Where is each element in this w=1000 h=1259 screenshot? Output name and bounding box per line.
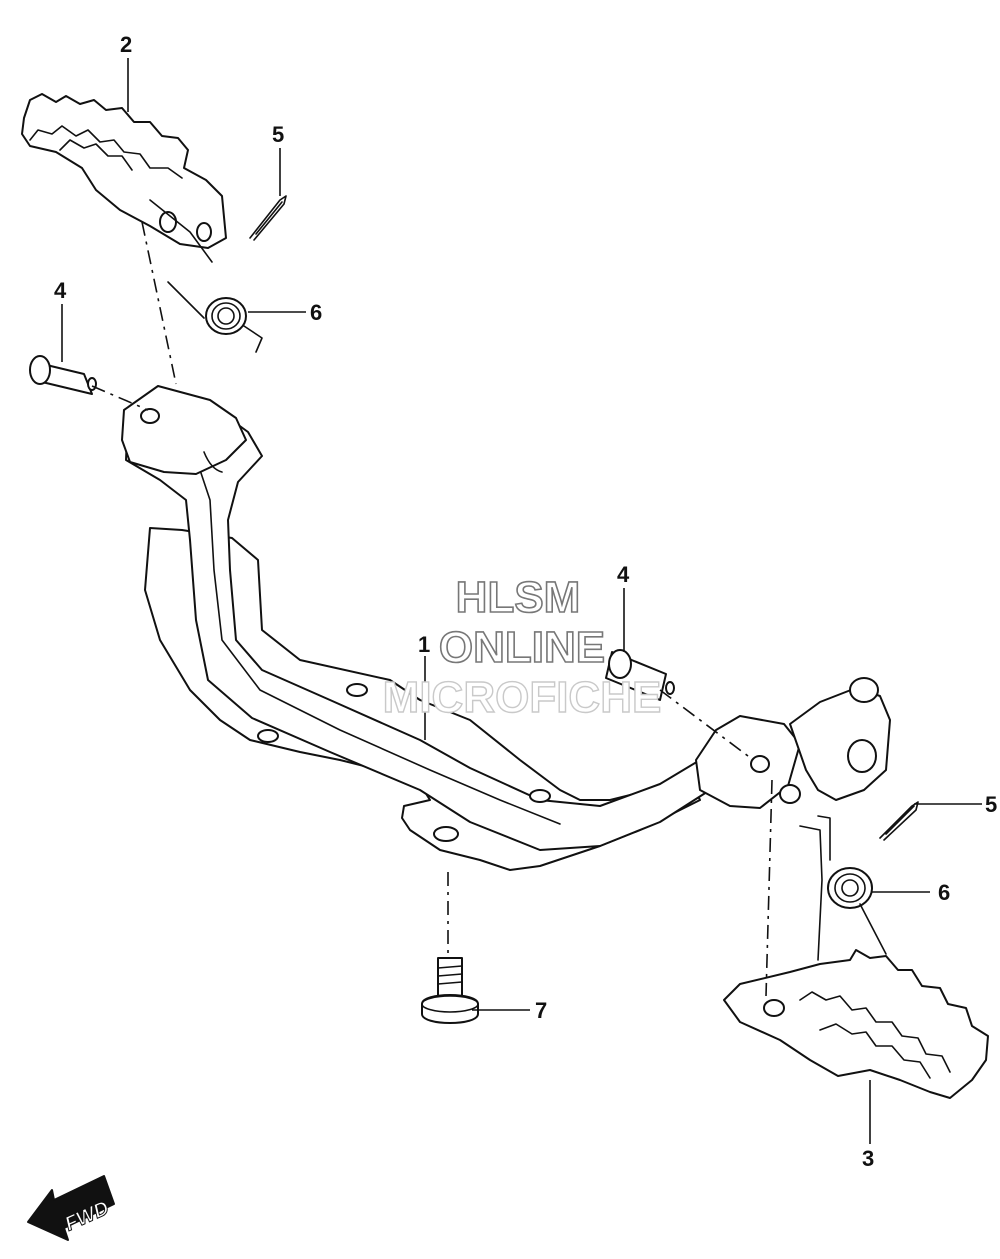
callout-4-right: 4 (617, 562, 630, 587)
bolt (421, 957, 479, 1024)
callout-4-left: 4 (54, 278, 67, 303)
cotter-pin-left (249, 195, 287, 241)
watermark: HLSM ONLINE MICROFICHE (382, 572, 662, 723)
assembly-lines (91, 221, 773, 997)
callout-6-right: 6 (938, 880, 950, 905)
callout-7: 7 (535, 998, 547, 1023)
footrest-left (21, 93, 227, 263)
callout-6-left: 6 (310, 300, 322, 325)
watermark-line-2: ONLINE (439, 623, 605, 672)
spring-left (167, 281, 263, 353)
pin-left (29, 355, 97, 395)
footrest-bracket (121, 385, 891, 871)
cotter-pin-right (879, 801, 919, 841)
callouts: 1 2 3 4 4 5 5 6 6 7 (54, 32, 997, 1171)
watermark-line-1: HLSM (456, 573, 581, 622)
leader-lines (61, 58, 982, 1144)
fwd-arrow: FWD (27, 1175, 115, 1241)
callout-3: 3 (862, 1146, 874, 1171)
watermark-line-3: MICROFICHE (383, 673, 662, 722)
pin-right (605, 649, 675, 701)
spring-right (817, 815, 887, 955)
callout-2: 2 (120, 32, 132, 57)
footrest-right (723, 825, 989, 1099)
callout-5-right: 5 (985, 792, 997, 817)
callout-5-left: 5 (272, 122, 284, 147)
callout-1: 1 (418, 632, 430, 657)
